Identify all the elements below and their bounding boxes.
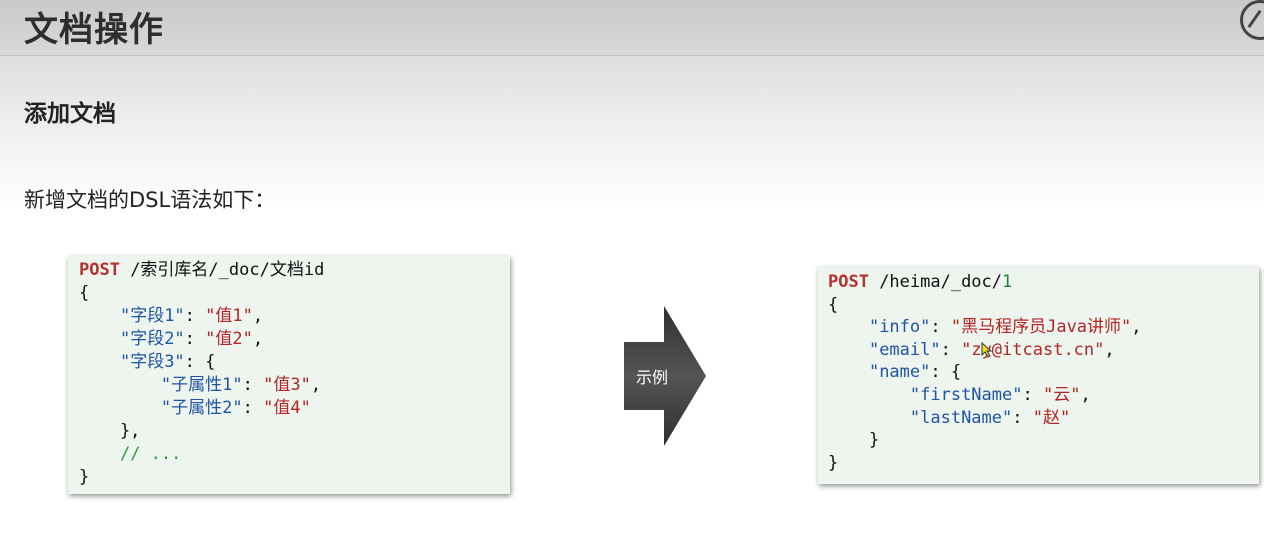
json-value: "值3" — [263, 375, 311, 395]
code-line: { — [828, 294, 839, 315]
logo-icon — [1240, 0, 1264, 40]
json-key: "字段3" — [119, 352, 185, 372]
code-line: "email": "zy@itcast.cn", — [868, 339, 1115, 360]
code-line: } — [79, 467, 90, 487]
json-value: "云" — [1042, 384, 1081, 405]
code-line: "子属性1": "值3", — [160, 375, 322, 395]
code-line: POST /索引库名/_doc/文档id — [79, 259, 499, 282]
code-line: { — [79, 283, 90, 303]
json-value: "黑马程序员Java讲师" — [950, 317, 1132, 338]
code-line: "字段3": { — [119, 352, 216, 372]
json-value: "值4" — [263, 398, 311, 418]
code-line: // ... — [79, 443, 499, 466]
json-key: "字段2" — [119, 329, 185, 349]
intro-text: 新增文档的DSL语法如下： — [24, 188, 276, 212]
json-value: "值2" — [205, 329, 253, 349]
code-line: "字段2": "值2", — [119, 329, 264, 349]
code-line: "字段1": "值1", — [119, 306, 264, 326]
json-value: "值1" — [205, 306, 253, 326]
code-line: "子属性2": "值4" — [160, 398, 311, 418]
arrow-icon — [624, 306, 706, 446]
json-key: "info" — [868, 317, 931, 338]
http-method: POST — [828, 272, 869, 292]
code-line: "firstName": "云", — [909, 384, 1091, 405]
json-key: "name" — [868, 362, 931, 383]
request-path: /heima/_doc/ — [868, 272, 1003, 292]
json-key: "子属性2" — [160, 398, 243, 418]
json-key: "字段1" — [119, 306, 185, 326]
json-key: "lastName" — [909, 407, 1013, 428]
code-line: } — [828, 452, 839, 473]
example-code-block: POST /heima/_doc/1{ "info": "黑马程序员Java讲师… — [818, 267, 1259, 484]
json-key: "firstName" — [909, 384, 1023, 405]
code-line: "lastName": "赵" — [909, 407, 1071, 428]
code-line: POST /heima/_doc/1 — [828, 271, 1249, 294]
code-line: "info": "黑马程序员Java讲师", — [868, 317, 1142, 338]
mouse-cursor-icon — [981, 342, 993, 358]
code-line: "name": { — [868, 362, 962, 383]
section-heading: 添加文档 — [24, 101, 116, 127]
code-line: } — [828, 430, 880, 451]
request-path: /索引库名/_doc/文档id — [119, 260, 325, 280]
http-method: POST — [79, 260, 120, 280]
json-value: "zy@itcast.cn" — [961, 339, 1105, 360]
json-key: "子属性1" — [160, 375, 243, 395]
json-value: "赵" — [1032, 407, 1071, 428]
syntax-code-block: POST /索引库名/_doc/文档id{ "字段1": "值1", "字段2"… — [68, 256, 510, 494]
code-line: }, — [79, 421, 141, 441]
arrow-label: 示例 — [636, 368, 669, 387]
json-key: "email" — [868, 339, 941, 360]
code-comment: // ... — [119, 444, 182, 464]
title-bar: 文档操作 — [0, 0, 1264, 56]
page-title: 文档操作 — [24, 10, 164, 50]
doc-id: 1 — [1002, 272, 1013, 292]
